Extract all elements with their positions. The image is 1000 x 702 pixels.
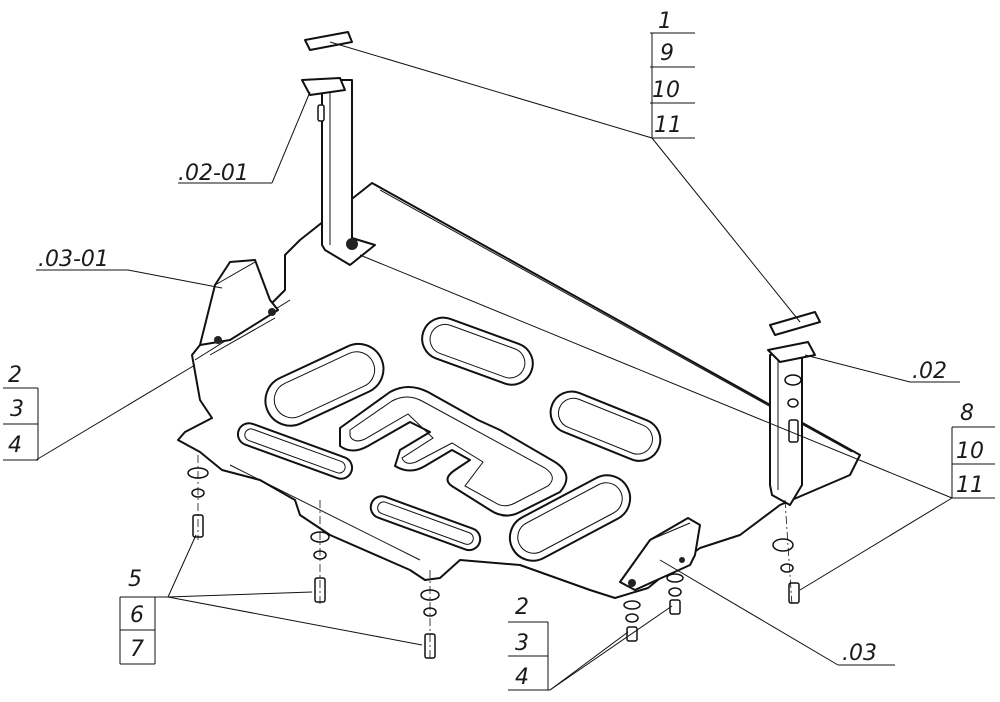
label-6: 6 <box>130 603 144 628</box>
label-8: 8 <box>960 401 974 426</box>
bracket-03-01-front-left <box>199 259 279 346</box>
label-10: 10 <box>652 78 680 103</box>
label-2: 2 <box>8 363 22 388</box>
opening-top-center <box>421 316 534 386</box>
bracket-02-rear-right <box>767 311 821 506</box>
label-4: 4 <box>8 433 22 458</box>
plate-openings <box>236 316 662 562</box>
label-part-02: .02 <box>912 359 947 384</box>
label-9: 9 <box>660 41 674 66</box>
opening-left-large <box>264 342 385 427</box>
leader-lines <box>35 41 960 691</box>
label-10-right: 10 <box>956 439 984 464</box>
label-1: 1 <box>658 9 672 34</box>
label-2-bottom: 2 <box>515 595 529 620</box>
label-11-right: 11 <box>956 473 984 498</box>
label-5: 5 <box>128 567 142 592</box>
label-part-03-01: .03-01 <box>38 247 109 272</box>
label-stack-right: 8 10 11 <box>951 401 995 499</box>
label-stack-top-right: 1 9 10 11 <box>650 9 695 138</box>
label-stack-bottom-left: 5 6 7 <box>119 567 168 665</box>
label-4-bottom: 4 <box>515 665 529 690</box>
label-part-02-01: .02-01 <box>178 161 249 186</box>
label-stack-bottom-middle: 2 3 4 <box>508 595 550 691</box>
assembly-axes <box>197 455 793 660</box>
label-11: 11 <box>654 113 682 138</box>
slot-left-lower <box>236 422 354 480</box>
slot-center-lower <box>369 495 482 552</box>
label-7: 7 <box>130 637 144 662</box>
bracket-03-front-right <box>619 517 701 591</box>
opening-serpentine <box>339 386 568 517</box>
label-stack-left: 2 3 4 <box>3 363 39 461</box>
label-3-bottom: 3 <box>515 631 529 656</box>
opening-right-bottom <box>508 474 632 562</box>
label-3: 3 <box>10 397 24 422</box>
opening-right-top <box>549 390 662 462</box>
label-part-03: .03 <box>842 641 877 666</box>
bracket-02-01-rear-left <box>301 31 376 266</box>
